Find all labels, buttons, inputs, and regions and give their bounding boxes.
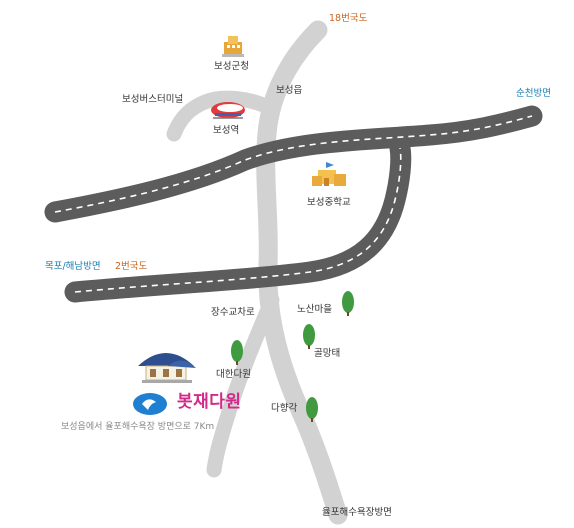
yulpo-beach-direction-label: 율포해수욕장방면 [322,507,392,518]
tree-icon-golmangtae [303,324,315,349]
local-roads [166,20,348,525]
hanok-building-icon [138,353,196,383]
tree-icon-dahyanggak [306,397,318,422]
road-dawon-branch [206,292,280,478]
boseong-eup-label: 보성읍 [276,85,303,96]
road-main-north-south [256,20,348,525]
tree-icon-daehan [231,340,243,365]
station-label: 보성역 [213,125,240,136]
bus-terminal-label: 보성버스터미널 [122,94,184,105]
nosan-village-label: 노산마을 [297,304,332,315]
botjae-dawon-title: 봇재다원 [177,392,242,412]
county-office-icon [222,36,244,57]
school-icon [312,162,346,186]
highway-route2 [44,105,543,303]
daehan-dawon-label: 대한다원 [216,369,251,380]
jangsu-intersection-label: 장수교차로 [211,307,255,318]
direction-note: 보성읍에서 율포해수욕장 방면으로 7Km [61,422,215,432]
suncheon-direction-label: 순천방면 [516,88,551,99]
mokpo-direction-label: 목포/해남방면 [45,261,101,272]
tree-icon-nosan [342,291,354,316]
dahyanggak-label: 다향각 [271,403,298,414]
botjae-logo-icon [133,393,167,415]
route2-label: 2번국도 [115,261,148,272]
road-terminal-branch [166,90,278,142]
middle-school-label: 보성중학교 [307,197,351,208]
train-icon [211,102,245,119]
golmangtae-label: 골망태 [314,348,341,359]
route18-label: 18번국도 [329,13,368,24]
county-office-label: 보성군청 [214,61,249,72]
